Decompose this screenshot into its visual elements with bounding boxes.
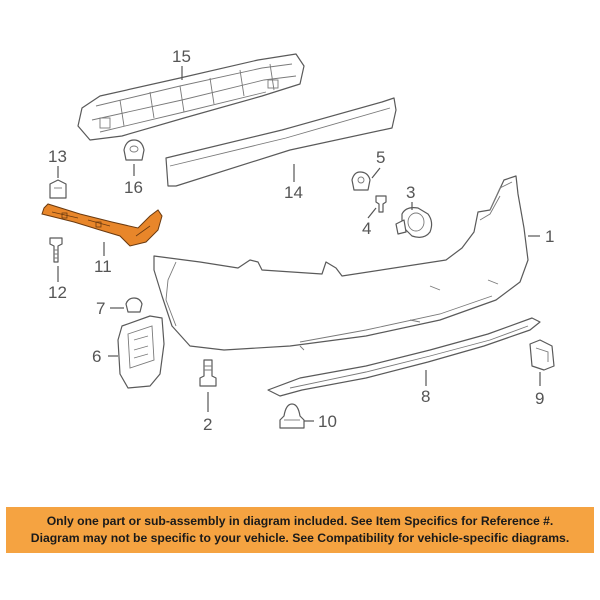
bumper-bracket-highlighted — [41, 203, 163, 247]
callout-14: 14 — [284, 183, 303, 202]
callout-15: 15 — [172, 47, 191, 66]
push-clip-part-10 — [279, 403, 305, 429]
callout-16: 16 — [124, 178, 143, 197]
callout-10: 10 — [318, 412, 337, 431]
impact-absorber-part — [77, 53, 305, 141]
callout-11: 11 — [94, 257, 112, 276]
clip-part-5 — [351, 171, 371, 191]
callout-leaders — [57, 66, 541, 422]
callout-numbers: 1 2 3 4 5 6 7 8 9 10 11 12 13 14 15 16 — [48, 47, 554, 434]
callout-9: 9 — [535, 389, 544, 408]
bracket-part-9 — [529, 339, 555, 371]
callout-5: 5 — [376, 148, 385, 167]
callout-4: 4 — [362, 219, 371, 238]
sensor-part-3 — [395, 207, 433, 238]
notice-line-1: Only one part or sub-assembly in diagram… — [46, 514, 554, 528]
lower-molding-part — [267, 317, 541, 397]
callout-13: 13 — [48, 147, 67, 166]
notice-line-2: Diagram may not be specific to your vehi… — [30, 531, 570, 545]
retainer-part — [49, 179, 67, 199]
notice-banner: Only one part or sub-assembly in diagram… — [6, 507, 594, 553]
side-bracket-part-6 — [117, 315, 165, 389]
callout-2: 2 — [203, 415, 212, 434]
bumper-cover-part — [153, 175, 529, 351]
callout-3: 3 — [406, 183, 415, 202]
bolt-part-2 — [199, 359, 217, 387]
clip-part — [123, 139, 145, 161]
clip-part-7 — [125, 297, 143, 313]
callout-6: 6 — [92, 347, 101, 366]
callout-1: 1 — [545, 227, 554, 246]
callout-12: 12 — [48, 283, 67, 302]
callout-7: 7 — [96, 299, 105, 318]
callout-8: 8 — [421, 387, 430, 406]
bolt-part-12 — [49, 237, 63, 263]
reinforcement-bar-part — [165, 97, 397, 187]
screw-part-4 — [375, 195, 387, 213]
